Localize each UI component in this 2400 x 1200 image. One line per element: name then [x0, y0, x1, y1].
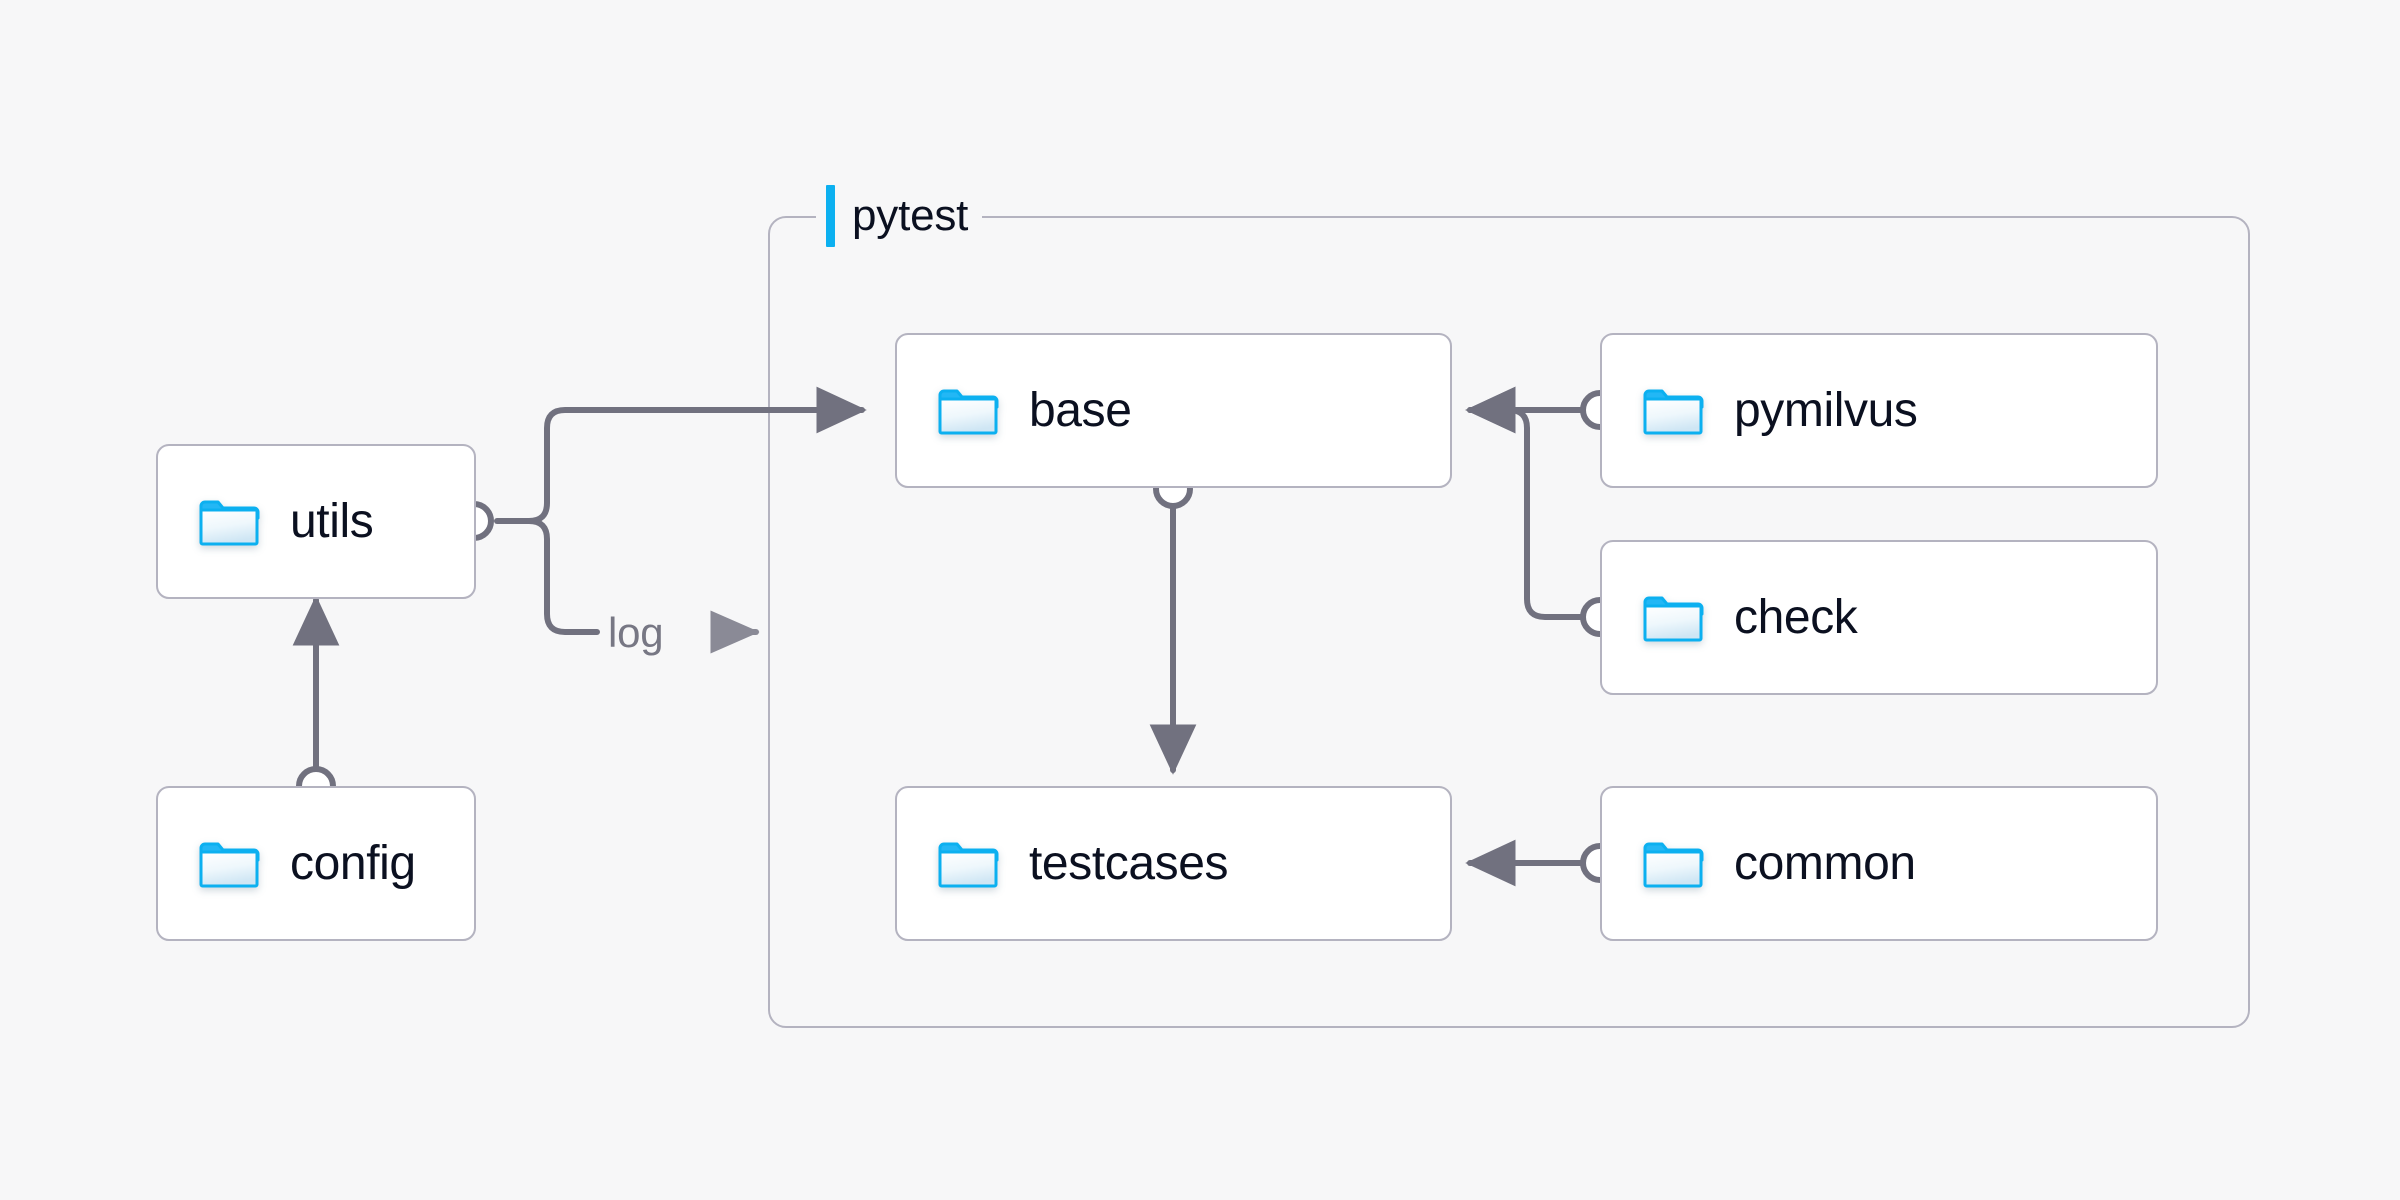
- node-label: pymilvus: [1734, 383, 1918, 437]
- folder-icon: [199, 842, 260, 887]
- group-accent-bar: [826, 185, 835, 247]
- group-label-pytest: pytest: [816, 185, 983, 247]
- node-label: base: [1029, 383, 1132, 437]
- node-label: testcases: [1029, 836, 1229, 890]
- group-title-text: pytest: [852, 191, 969, 240]
- group-container-pytest[interactable]: [768, 216, 2250, 1028]
- folder-icon: [1643, 842, 1704, 887]
- node-config[interactable]: config: [156, 786, 476, 941]
- node-label: config: [290, 836, 416, 890]
- node-testcases[interactable]: testcases: [895, 786, 1452, 941]
- folder-icon: [199, 500, 260, 545]
- node-pymilvus[interactable]: pymilvus: [1600, 333, 2158, 488]
- folder-icon: [938, 842, 999, 887]
- folder-icon: [1643, 596, 1704, 641]
- edge-label-log: log: [608, 609, 664, 656]
- node-label: check: [1734, 590, 1858, 644]
- node-label: utils: [290, 494, 374, 548]
- node-label: common: [1734, 836, 1916, 890]
- node-utils[interactable]: utils: [156, 444, 476, 599]
- node-base[interactable]: base: [895, 333, 1452, 488]
- folder-icon: [938, 389, 999, 434]
- node-common[interactable]: common: [1600, 786, 2158, 941]
- folder-icon: [1643, 389, 1704, 434]
- edge-utils-log: [526, 518, 600, 635]
- node-check[interactable]: check: [1600, 540, 2158, 695]
